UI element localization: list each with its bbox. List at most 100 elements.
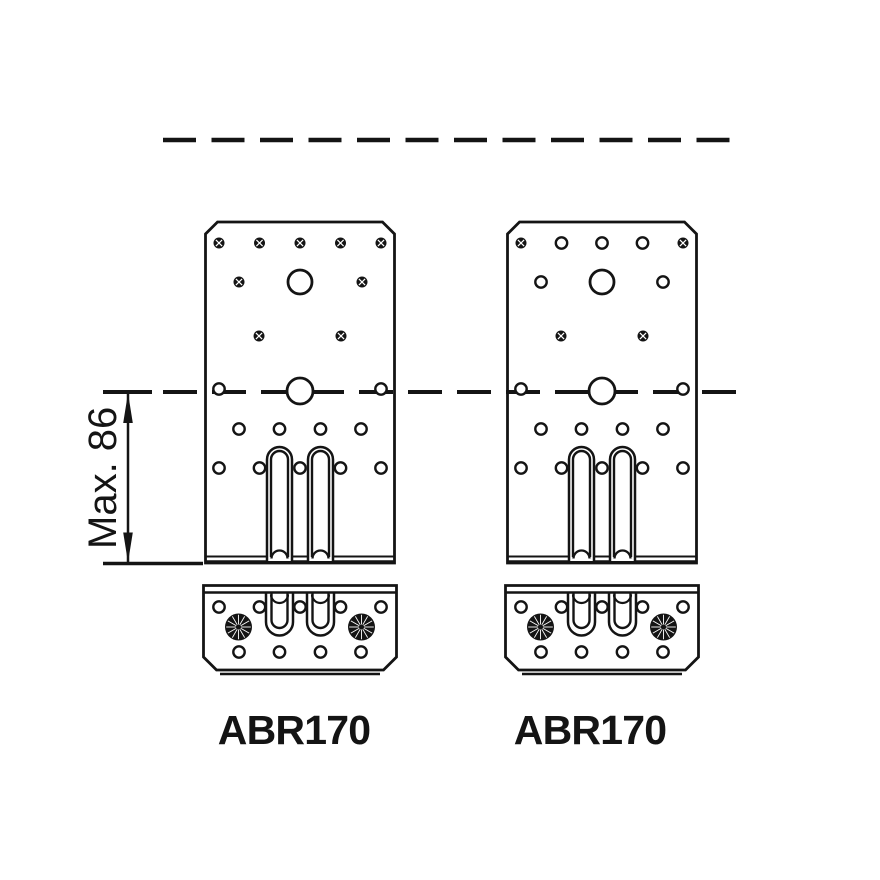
bolt-spoke <box>542 627 552 634</box>
base-nail-hole <box>574 645 589 659</box>
bolt-spoke <box>350 620 360 627</box>
slot-bottom-arc <box>311 549 330 559</box>
bolt-spoke <box>363 627 373 634</box>
nail-hole <box>333 461 348 475</box>
nail-hole <box>232 422 246 436</box>
bolt-spoke <box>664 628 671 638</box>
nail-hole <box>374 382 388 396</box>
nail-cross-mark <box>358 278 366 286</box>
dimension-label: Max. 86 <box>81 407 125 549</box>
nail-hole <box>313 422 328 436</box>
bolt-spoke <box>533 616 540 626</box>
bolt-spoke <box>533 628 540 638</box>
slot-bottom-arc <box>613 549 632 559</box>
slot-bottom-arc <box>572 549 591 559</box>
nail-hole <box>534 422 548 436</box>
nail-hole <box>635 236 650 250</box>
bolt-spoke <box>652 627 662 634</box>
tab-inner <box>572 592 591 630</box>
anchor-bolt-head <box>225 613 252 641</box>
base-nail-hole <box>635 600 650 614</box>
bolt-spoke <box>240 620 250 627</box>
bolt-spoke <box>231 616 238 626</box>
nail-hole <box>293 461 307 475</box>
nail-hole <box>574 422 589 436</box>
slot-outer <box>265 445 294 561</box>
bolt-spoke <box>541 628 548 638</box>
bolt-spoke <box>240 627 250 634</box>
bolt-spoke <box>665 620 675 627</box>
bolt-spoke <box>656 628 663 638</box>
anchor-bolt-head <box>527 613 554 641</box>
nail-hole <box>534 275 548 289</box>
bolt-hole <box>285 376 315 406</box>
bolt-spoke <box>529 620 539 627</box>
bolt-spoke <box>231 628 238 638</box>
nail-cross-mark <box>517 239 525 247</box>
tab-bend-arc <box>269 594 290 605</box>
bracket-left-base-plate <box>202 584 398 672</box>
anchor-bolt-head <box>348 613 375 641</box>
base-nail-hole <box>615 645 630 659</box>
bolt-spoke <box>354 628 361 638</box>
product-label-left: ABR170 <box>218 707 370 753</box>
bolt-spoke <box>227 627 237 634</box>
anchor-bolt-head <box>650 613 677 641</box>
nail-cross-mark <box>235 278 243 286</box>
nail-cross-mark <box>336 239 345 247</box>
nail-cross-mark <box>255 239 264 247</box>
tab-slot-outer <box>607 592 638 637</box>
base-nail-hole <box>534 645 548 659</box>
dimension-arrow-up <box>123 393 133 423</box>
nail-hole <box>554 236 569 250</box>
nail-hole <box>514 461 528 475</box>
slot-inner <box>269 449 290 557</box>
tab-slot-outer <box>566 592 597 637</box>
base-nail-hole <box>293 600 307 614</box>
nail-hole <box>212 461 226 475</box>
bolt-spoke <box>350 627 360 634</box>
nail-cross-mark <box>296 239 304 247</box>
nail-hole <box>554 461 569 475</box>
nail-hole <box>656 275 670 289</box>
base-nail-hole <box>554 600 569 614</box>
bolt-spoke <box>542 620 552 627</box>
nail-hole <box>374 461 388 475</box>
bolt-spoke <box>362 616 369 626</box>
tab-inner <box>311 592 330 630</box>
bolt-spoke <box>363 620 373 627</box>
nail-cross-mark <box>557 332 565 340</box>
slot-inner <box>612 449 633 557</box>
bracket-details-layer <box>212 236 690 659</box>
tab-bend-arc <box>571 594 592 605</box>
nail-cross-mark <box>679 239 687 247</box>
bolt-spoke <box>665 627 675 634</box>
nail-hole <box>676 382 690 396</box>
dimension-arrow-down <box>123 532 133 563</box>
base-nail-hole <box>676 600 690 614</box>
nail-hole <box>252 461 267 475</box>
tab-slot-outer <box>305 592 336 637</box>
nail-hole <box>635 461 650 475</box>
base-nail-hole <box>333 600 348 614</box>
nail-cross-mark <box>639 332 647 340</box>
tab-bend-arc <box>310 594 331 605</box>
slot-inner <box>571 449 592 557</box>
base-nail-hole <box>232 645 246 659</box>
tab-inner <box>270 592 289 630</box>
bolt-spoke <box>227 620 237 627</box>
slot-outer <box>306 445 335 561</box>
nail-hole <box>676 461 690 475</box>
bolt-hole <box>588 268 616 296</box>
base-nail-hole <box>354 645 368 659</box>
bolt-hole <box>587 376 617 406</box>
bolt-spoke <box>239 616 246 626</box>
base-nail-hole <box>374 600 388 614</box>
tab-bend-arc <box>612 594 633 605</box>
base-nail-hole <box>252 600 267 614</box>
tab-slot-outer <box>264 592 295 637</box>
nail-hole <box>656 422 670 436</box>
nail-hole <box>595 236 609 250</box>
bolt-spoke <box>664 616 671 626</box>
